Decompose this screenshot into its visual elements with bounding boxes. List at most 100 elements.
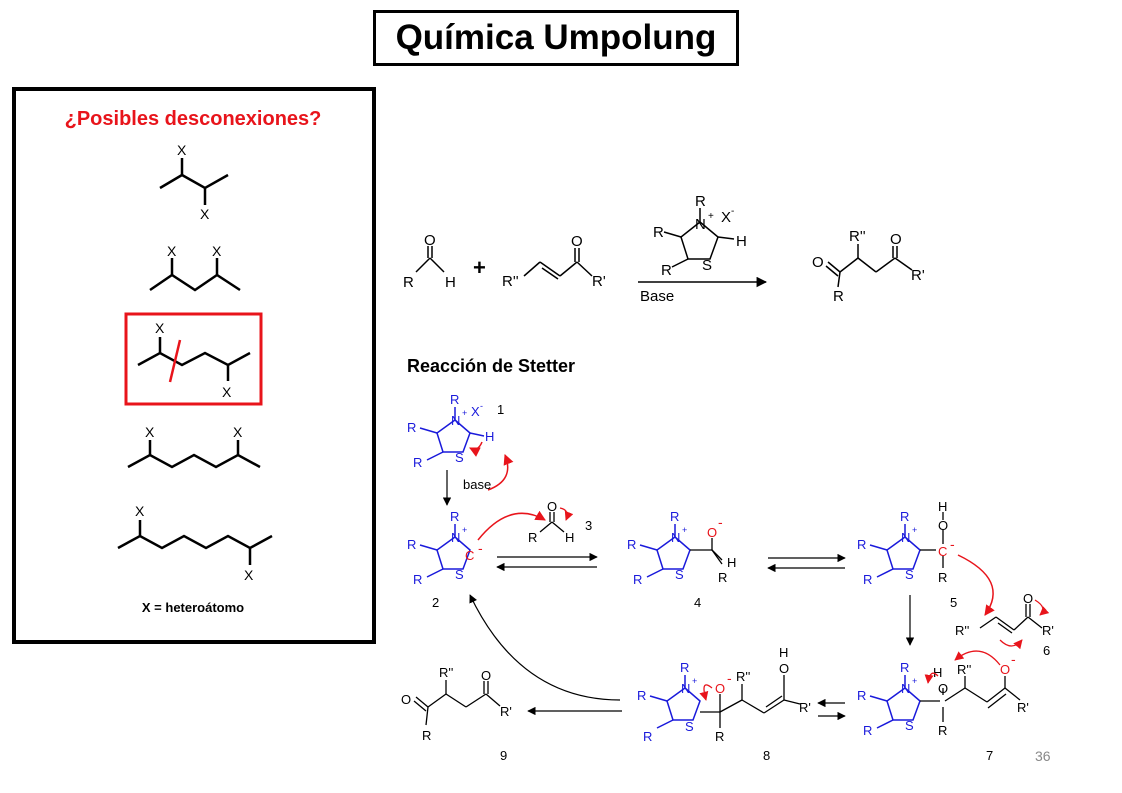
svg-text:-: - <box>727 670 732 686</box>
page-title: Química Umpolung <box>395 18 717 57</box>
panel-heading: ¿Posibles desconexiones? <box>65 108 322 130</box>
svg-text:R'': R'' <box>736 669 750 684</box>
atom-n: N <box>695 216 706 233</box>
slide-number: 36 <box>1035 748 1051 764</box>
atom-r1: R' <box>592 273 606 290</box>
svg-text:-: - <box>480 401 483 411</box>
svg-text:R: R <box>857 537 866 552</box>
atom-o: O <box>424 232 436 249</box>
atom-o: O <box>812 254 824 271</box>
svg-text:R: R <box>863 723 872 738</box>
svg-text:R: R <box>413 572 422 587</box>
atom-x: X <box>155 320 165 336</box>
atom-x: X <box>200 206 210 222</box>
species-number: 6 <box>1043 643 1050 658</box>
svg-text:S: S <box>685 719 694 734</box>
svg-text:-: - <box>1011 651 1016 667</box>
svg-text:R: R <box>900 509 909 524</box>
disconnection-cut <box>168 339 182 383</box>
species-number: 3 <box>585 518 592 533</box>
footnote: X = heteroátomo <box>142 600 244 615</box>
svg-text:R: R <box>413 455 422 470</box>
svg-text:R: R <box>407 420 416 435</box>
svg-text:S: S <box>455 567 464 582</box>
svg-text:R: R <box>633 572 642 587</box>
disconnection-15 <box>127 440 261 469</box>
svg-text:R': R' <box>500 704 512 719</box>
species-8: R N + R R S O - R'' H O R' R 8 <box>637 645 811 763</box>
svg-text:R: R <box>637 688 646 703</box>
svg-text:O: O <box>938 681 948 696</box>
atom-x: X <box>233 424 243 440</box>
disconnection-14 <box>137 337 251 381</box>
svg-text:N: N <box>901 681 910 696</box>
svg-text:R': R' <box>1042 623 1054 638</box>
svg-text:R: R <box>680 660 689 675</box>
svg-text:O: O <box>1000 662 1010 677</box>
svg-text:R: R <box>863 572 872 587</box>
species-number: 9 <box>500 748 507 763</box>
svg-text:+: + <box>692 676 697 686</box>
svg-text:R: R <box>422 728 431 743</box>
atom-r: R <box>695 193 706 210</box>
base-label: Base <box>640 288 674 305</box>
svg-text:R': R' <box>799 700 811 715</box>
atom-x: X <box>177 142 187 158</box>
svg-text:S: S <box>905 567 914 582</box>
charge-plus: + <box>708 211 714 222</box>
species-number: 4 <box>694 595 701 610</box>
atom-r: R <box>403 274 414 291</box>
svg-text:H: H <box>779 645 788 660</box>
charge-minus: - <box>731 206 734 217</box>
svg-text:-: - <box>718 514 723 530</box>
mechanism-heading: Reacción de Stetter <box>407 356 575 376</box>
svg-text:H: H <box>565 530 574 545</box>
svg-text:O: O <box>779 661 789 676</box>
atom-x: X <box>222 384 232 400</box>
highlight-box <box>124 312 263 406</box>
svg-text:+: + <box>912 525 917 535</box>
svg-text:+: + <box>462 525 467 535</box>
disconnection-12 <box>159 158 229 205</box>
svg-text:C: C <box>938 544 947 559</box>
svg-text:R: R <box>450 509 459 524</box>
svg-text:S: S <box>455 450 464 465</box>
atom-r: R <box>653 224 664 241</box>
svg-text:R: R <box>450 392 459 407</box>
species-5: R N + R R S H O C - R 5 <box>857 499 957 610</box>
svg-text:N: N <box>901 530 910 545</box>
svg-text:O: O <box>1023 591 1033 606</box>
atom-x: X <box>167 243 177 259</box>
atom-h: H <box>736 233 747 250</box>
svg-text:R: R <box>857 688 866 703</box>
svg-text:N: N <box>451 413 460 428</box>
svg-text:R: R <box>938 570 947 585</box>
svg-text:-: - <box>950 536 955 552</box>
svg-text:R'': R'' <box>955 623 969 638</box>
svg-text:H: H <box>485 429 494 444</box>
stetter-mechanism: Reacción de Stetter R N + X - R H R S <box>401 356 1054 763</box>
svg-text:R': R' <box>1017 700 1029 715</box>
svg-text:+: + <box>682 525 687 535</box>
svg-text:R: R <box>528 530 537 545</box>
plus-sign: + <box>473 255 486 280</box>
svg-text:+: + <box>912 676 917 686</box>
species-7: R N + R R S H O R'' O - R' R 7 <box>857 650 1029 763</box>
atom-x: X <box>244 567 254 583</box>
svg-text:O: O <box>547 499 557 514</box>
svg-text:S: S <box>675 567 684 582</box>
svg-text:R: R <box>715 729 724 744</box>
left-panel: ¿Posibles desconexiones? X X X X X X <box>12 87 376 644</box>
svg-text:O: O <box>481 668 491 683</box>
svg-text:R: R <box>643 729 652 744</box>
atom-h: H <box>445 274 456 291</box>
atom-r: R <box>833 288 844 305</box>
svg-text:-: - <box>478 540 483 556</box>
svg-text:+: + <box>462 408 467 418</box>
svg-text:R'': R'' <box>439 665 453 680</box>
atom-o: O <box>571 233 583 250</box>
svg-text:O: O <box>715 681 725 696</box>
atom-s: S <box>702 257 712 274</box>
svg-text:X: X <box>471 404 480 419</box>
